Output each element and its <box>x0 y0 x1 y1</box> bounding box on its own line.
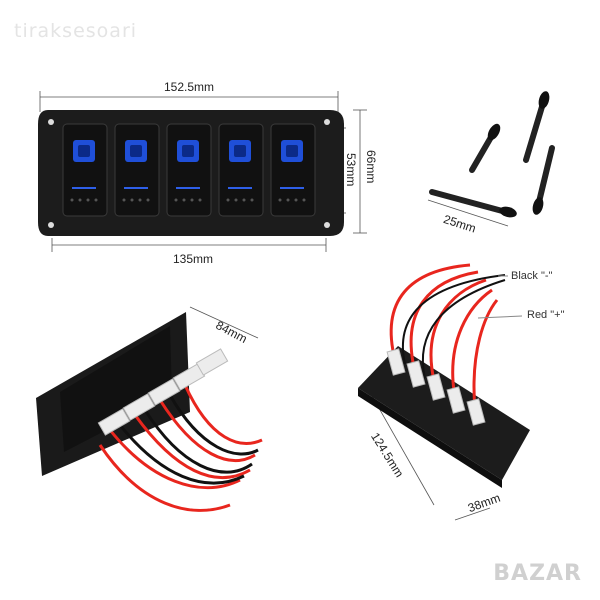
dimension-panel-height-inner: 53mm <box>344 153 358 187</box>
mount-hole <box>324 222 330 228</box>
dimension-panel-width: 152.5mm <box>164 80 215 94</box>
mount-hole <box>48 222 54 228</box>
screw <box>469 123 501 173</box>
rocker-switch <box>270 123 316 217</box>
dimension-hole-spacing: 135mm <box>173 252 214 266</box>
back-panel-view <box>358 263 530 488</box>
watermark-text: tiraksesoari <box>14 20 138 42</box>
mount-hole <box>324 119 330 125</box>
bazar-logo: BAZAR <box>493 561 582 586</box>
screw <box>429 189 517 218</box>
rocker-switch <box>218 123 264 217</box>
screw <box>532 145 555 215</box>
screw <box>523 91 550 163</box>
rocker-switch <box>62 123 108 217</box>
wire-label-red: Red "+" <box>527 309 565 321</box>
wire-label-black: Black "-" <box>511 270 553 282</box>
rocker-switch <box>166 123 212 217</box>
dimension-panel-height-outer: 66mm <box>364 150 378 184</box>
angled-panel-view <box>36 312 263 512</box>
rocker-switch <box>114 123 160 217</box>
mount-hole <box>48 119 54 125</box>
